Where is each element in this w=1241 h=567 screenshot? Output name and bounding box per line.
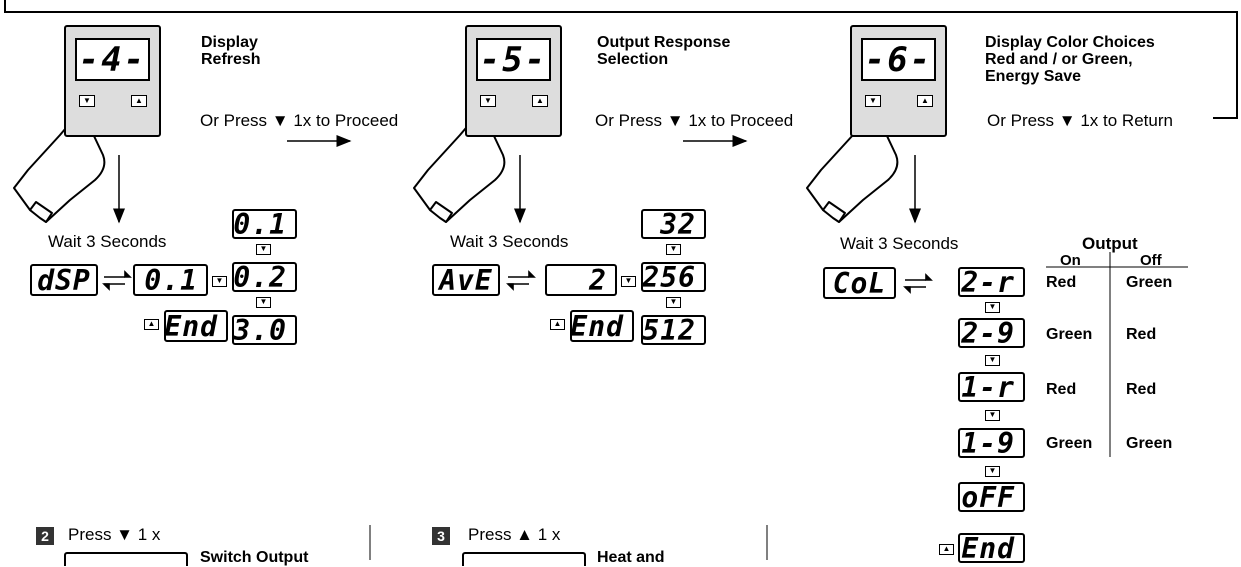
output-table-header: Output xyxy=(1082,234,1138,253)
controller-panel: -5- ▼ ▲ xyxy=(465,25,562,137)
output-off-cell: Red xyxy=(1126,326,1157,343)
output-off-cell: Green xyxy=(1126,435,1173,452)
step-number-badge: 2 xyxy=(36,527,54,545)
wait-text: Wait 3 Seconds xyxy=(840,234,959,253)
pointing-hand-icon xyxy=(413,114,506,223)
proceed-text: Or Press ▼ 1x to Proceed xyxy=(595,111,794,130)
panel-display: -6- xyxy=(861,38,936,81)
down-key-icon: ▼ xyxy=(666,297,681,308)
controller-panel: -4- ▼ ▲ xyxy=(64,25,161,137)
controller-panel: -6- ▼ ▲ xyxy=(850,25,947,137)
option-display: 2-9 xyxy=(958,317,1025,350)
up-key[interactable]: ▲ xyxy=(532,95,548,107)
up-key-icon: ▲ xyxy=(939,544,954,555)
option-display: 1-9 xyxy=(958,427,1025,460)
return-text: Or Press ▼ 1x to Return xyxy=(987,111,1173,130)
step-instruction: Press ▲ 1 x xyxy=(468,525,561,544)
option-display: 256 xyxy=(641,261,706,294)
down-key-icon: ▼ xyxy=(666,244,681,255)
down-key-icon: ▼ xyxy=(256,244,271,255)
down-key-icon: ▼ xyxy=(256,297,271,308)
proceed-text: Or Press ▼ 1x to Proceed xyxy=(200,111,399,130)
option-display: oFF xyxy=(958,481,1025,514)
wait-text: Wait 3 Seconds xyxy=(450,232,569,251)
output-on-cell: Red xyxy=(1046,381,1077,398)
down-key[interactable]: ▼ xyxy=(79,95,95,107)
current-value-display: 2 xyxy=(545,264,617,297)
panel-display: -5- xyxy=(476,38,551,81)
up-key-icon: ▲ xyxy=(144,319,159,330)
current-value-display: 0.1 xyxy=(133,264,208,297)
step-title: Output Response Selection xyxy=(597,34,731,68)
option-display: 1-r xyxy=(958,371,1025,404)
end-display: End xyxy=(958,532,1025,565)
step-title: Display Color Choices Red and / or Green… xyxy=(985,34,1155,85)
option-display: 32 xyxy=(641,208,706,241)
param-display: AvE xyxy=(432,264,500,297)
down-key[interactable]: ▼ xyxy=(480,95,496,107)
output-off-cell: Green xyxy=(1126,274,1173,291)
end-display: End xyxy=(570,310,634,343)
param-display: CoL xyxy=(823,267,896,300)
option-display: 0.2 xyxy=(232,261,297,294)
down-key[interactable]: ▼ xyxy=(865,95,881,107)
step-instruction: Press ▼ 1 x xyxy=(68,525,161,544)
output-off-cell: Red xyxy=(1126,381,1157,398)
output-on-cell: Green xyxy=(1046,326,1093,343)
output-on-cell: Green xyxy=(1046,435,1093,452)
down-key-icon: ▼ xyxy=(985,302,1000,313)
output-col-on: On xyxy=(1060,252,1081,269)
down-key-icon: ▼ xyxy=(985,466,1000,477)
output-col-off: Off xyxy=(1140,252,1162,269)
down-key-icon: ▼ xyxy=(985,410,1000,421)
down-key-icon: ▼ xyxy=(212,276,227,287)
step-title: Display Refresh xyxy=(201,34,261,68)
panel-display: -4- xyxy=(75,38,150,81)
wait-text: Wait 3 Seconds xyxy=(48,232,167,251)
step-number-badge: 3 xyxy=(432,527,450,545)
down-key-icon: ▼ xyxy=(621,276,636,287)
end-display: End xyxy=(164,310,228,343)
controller-panel-edge xyxy=(64,552,188,566)
option-display: 0.1 xyxy=(232,208,297,241)
up-key[interactable]: ▲ xyxy=(917,95,933,107)
pointing-hand-icon xyxy=(13,114,106,223)
output-on-cell: Red xyxy=(1046,274,1077,291)
step-title: Heat and xyxy=(597,549,665,566)
up-key-icon: ▲ xyxy=(550,319,565,330)
option-display: 512 xyxy=(641,314,706,347)
up-key[interactable]: ▲ xyxy=(131,95,147,107)
option-display: 2-r xyxy=(958,266,1025,299)
controller-panel-edge xyxy=(462,552,586,566)
pointing-hand-icon xyxy=(806,114,899,223)
option-display: 3.0 xyxy=(232,314,297,347)
step-title: Switch Output xyxy=(200,549,309,566)
param-display: dSP xyxy=(30,264,98,297)
down-key-icon: ▼ xyxy=(985,355,1000,366)
